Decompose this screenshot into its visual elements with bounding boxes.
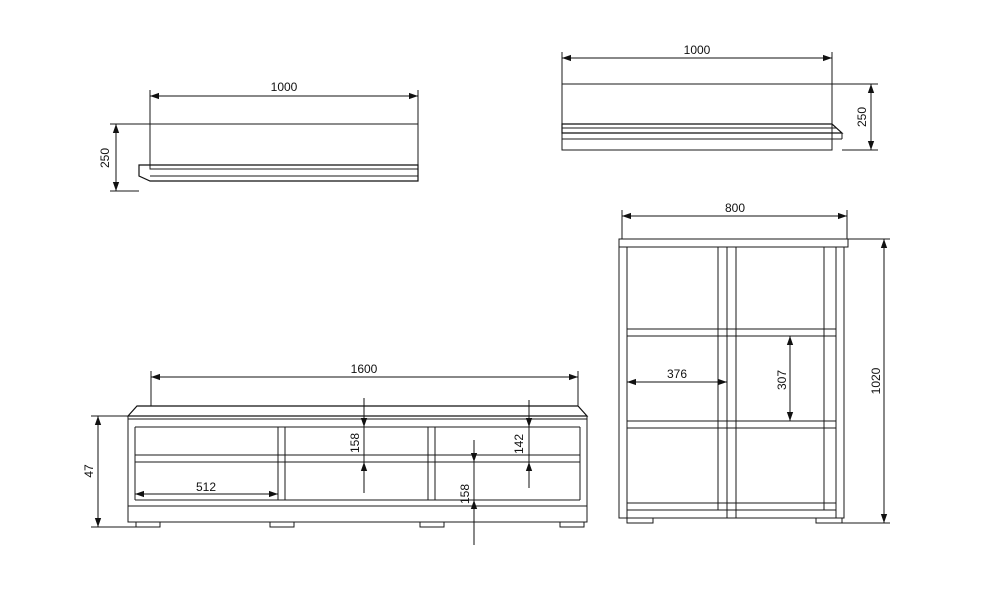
- lowboard-foot-2: [269, 521, 295, 528]
- dimension-cabinet-height: 1020: [842, 238, 890, 524]
- dimension-cabinet-width: 800: [621, 201, 848, 239]
- lowboard-gap-3-label: 158: [458, 484, 472, 504]
- cabinet-top: [618, 238, 849, 248]
- lowboard-foot-3: [419, 521, 445, 528]
- lowboard-height-label: 47: [82, 464, 96, 478]
- shelf-right-width-label: 1000: [684, 43, 711, 57]
- bookcase-cabinet: [618, 238, 849, 524]
- dimension-cabinet-inner-width: 376: [627, 367, 727, 386]
- dimension-shelf-right-width: 1000: [561, 43, 833, 84]
- lowboard-gap-2-label: 142: [512, 434, 526, 454]
- shelf-left-board: [138, 164, 419, 182]
- tv-lowboard: [126, 405, 589, 528]
- dimension-shelf-right-height: 250: [832, 83, 878, 151]
- shelf-left-width-label: 1000: [271, 80, 298, 94]
- dimension-lowboard-width: 1600: [150, 362, 579, 406]
- lowboard-body: [127, 418, 588, 523]
- cabinet-foot-right: [815, 517, 843, 524]
- cabinet-foot-left: [626, 517, 654, 524]
- wall-shelf-left: [138, 123, 419, 182]
- shelf-left-height-label: 250: [98, 148, 112, 168]
- cabinet-inner-width-label: 376: [667, 367, 687, 381]
- wall-shelf-right: [561, 83, 844, 151]
- cabinet-width-label: 800: [725, 201, 745, 215]
- cabinet-height-label: 1020: [869, 367, 883, 394]
- dimension-lowboard-gap-3: 158: [458, 440, 478, 545]
- lowboard-foot-1: [135, 521, 161, 528]
- dimension-shelf-left-width: 1000: [149, 80, 419, 124]
- shelf-right-height-label: 250: [855, 107, 869, 127]
- dimension-cabinet-inner-height: 307: [775, 336, 794, 421]
- lowboard-compartment-width-label: 512: [196, 480, 216, 494]
- lowboard-top: [126, 405, 589, 417]
- dimension-shelf-left-height: 250: [98, 123, 150, 192]
- dimension-lowboard-gap-2: 142: [512, 400, 533, 488]
- lowboard-width-label: 1600: [351, 362, 378, 376]
- shelf-left-back-panel: [149, 123, 419, 170]
- shelf-right-back-panel: [561, 83, 833, 151]
- lowboard-foot-4: [559, 521, 585, 528]
- dimension-lowboard-height: 47: [82, 415, 136, 528]
- cabinet-inner-height-label: 307: [775, 370, 789, 390]
- lowboard-gap-1-label: 158: [348, 433, 362, 453]
- cabinet-body: [618, 246, 845, 519]
- dimension-lowboard-gap-1: 158: [348, 398, 368, 493]
- dimension-lowboard-compartment-width: 512: [135, 480, 278, 498]
